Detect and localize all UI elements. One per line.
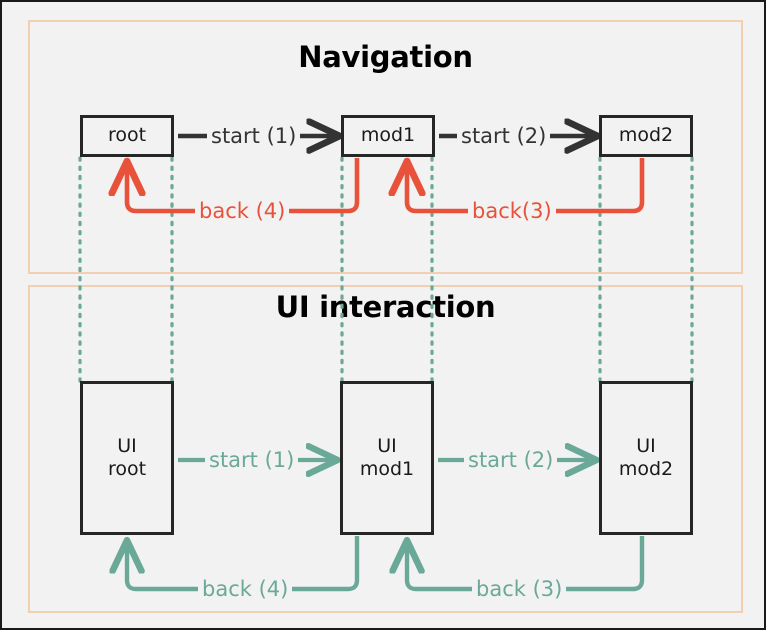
node-label-line2: mod2 (618, 458, 674, 480)
edge-label-nav-back-3: back(3) (468, 199, 556, 223)
node-label-line1: UI (117, 434, 137, 457)
node-label: root (107, 124, 147, 147)
node-label-line2: mod1 (359, 458, 415, 480)
node-label-line1: UI (636, 434, 656, 457)
panel-ui-interaction (28, 285, 743, 613)
node-label-line1: UI (377, 434, 397, 457)
node-nav-mod1[interactable]: mod1 (341, 115, 435, 157)
panel-navigation (28, 20, 743, 274)
edge-label-nav-back-4: back (4) (195, 199, 290, 223)
panel-title-ui-interaction: UI interaction (275, 290, 496, 324)
node-ui-root[interactable]: UI root (80, 381, 174, 535)
node-nav-root[interactable]: root (80, 115, 174, 157)
node-label: mod1 (360, 124, 416, 147)
edge-label-ui-back-4: back (4) (198, 577, 293, 601)
edge-label-nav-start-1: start (1) (207, 124, 301, 148)
edge-label-ui-start-1: start (1) (205, 448, 299, 472)
edge-label-ui-start-2: start (2) (464, 448, 558, 472)
node-label: mod2 (618, 124, 674, 147)
edge-label-nav-start-2: start (2) (457, 124, 551, 148)
panel-title-navigation: Navigation (298, 40, 473, 74)
node-nav-mod2[interactable]: mod2 (599, 115, 693, 157)
node-ui-mod1[interactable]: UI mod1 (340, 381, 434, 535)
edge-label-ui-back-3: back (3) (472, 577, 567, 601)
node-ui-mod2[interactable]: UI mod2 (599, 381, 693, 535)
node-label-line2: root (107, 458, 147, 480)
